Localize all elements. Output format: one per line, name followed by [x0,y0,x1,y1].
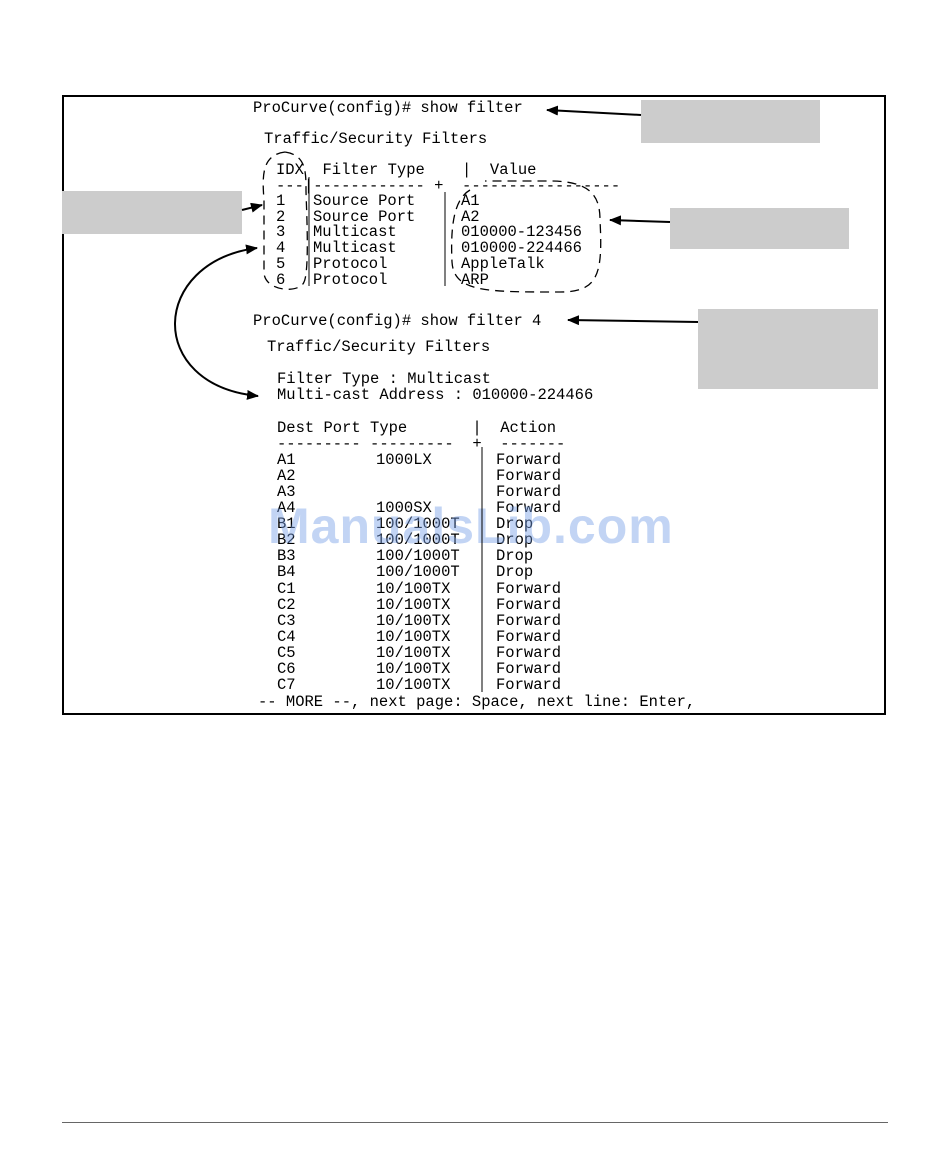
filter-detail-title: Traffic/Security Filters [267,338,491,356]
port-action: Forward [496,612,562,630]
filter-table-separator: ---|------------ + ----------------- [276,177,621,195]
filter-idx: 4 [276,239,286,257]
port-action: Forward [496,676,562,694]
command-prompt-show-filter-4: ProCurve(config)# show filter 4 [253,312,542,330]
filter-type: Source Port [313,192,416,210]
port-id: B4 [277,563,296,581]
filter-idx: 1 [276,192,286,210]
value-column-highlight [450,180,602,293]
filter-value: AppleTalk [461,255,545,273]
callout-box-value [670,208,849,249]
port-id: A3 [277,483,296,501]
port-id: A1 [277,451,296,469]
port-action: Drop [496,531,534,549]
port-table-separator: --------- --------- + ------- [277,435,566,453]
port-action: Forward [496,596,562,614]
port-action: Forward [496,499,562,517]
port-type: 100/1000T [376,515,460,533]
port-type: 100/1000T [376,531,460,549]
more-prompt: -- MORE --, next page: Space, next line:… [258,693,696,711]
callout-box-show-filter [641,100,820,143]
filter-idx: 6 [276,271,286,289]
port-id: C6 [277,660,296,678]
port-type: 10/100TX [376,596,451,614]
port-id: C2 [277,596,296,614]
port-type: 1000SX [376,499,432,517]
filter-type: Protocol [313,255,388,273]
port-type: 10/100TX [376,612,451,630]
footer-rule [62,1122,888,1123]
port-id: C5 [277,644,296,662]
filter-value: 010000-123456 [461,223,582,241]
port-type: 1000LX [376,451,432,469]
port-action: Forward [496,580,562,598]
arrow-value [609,215,671,226]
watermark: ManualsLib.com [268,498,674,554]
arrow-show-filter [546,105,642,116]
filter-value: A1 [461,192,480,210]
filter-value: A2 [461,208,480,226]
port-action: Forward [496,451,562,469]
filter-type: Multicast [313,239,397,257]
filter-type: Multicast [313,223,397,241]
port-type: 10/100TX [376,644,451,662]
filter-value: ARP [461,271,489,289]
filter-idx: 2 [276,208,286,226]
port-action: Forward [496,660,562,678]
arrow-show-filter-4 [567,315,699,326]
port-id: B1 [277,515,296,533]
port-action: Drop [496,563,534,581]
port-action: Forward [496,467,562,485]
port-action: Forward [496,644,562,662]
curved-link-arrow [174,244,259,400]
filters-title: Traffic/Security Filters [264,130,488,148]
port-type: 100/1000T [376,563,460,581]
port-id: B3 [277,547,296,565]
filter-idx: 3 [276,223,286,241]
port-type: 10/100TX [376,660,451,678]
port-action: Forward [496,628,562,646]
multicast-address-line: Multi-cast Address : 010000-224466 [277,386,594,404]
filter-idx: 5 [276,255,286,273]
port-type: 10/100TX [376,628,451,646]
port-id: A4 [277,499,296,517]
filter-value: 010000-224466 [461,239,582,257]
port-id: C7 [277,676,296,694]
arrow-idx [241,202,263,213]
port-id: C1 [277,580,296,598]
filter-type: Protocol [313,271,388,289]
port-type: 10/100TX [376,676,451,694]
figure-frame [62,95,886,715]
port-action: Drop [496,547,534,565]
port-id: C4 [277,628,296,646]
port-type: 10/100TX [376,580,451,598]
port-type: 100/1000T [376,547,460,565]
port-id: C3 [277,612,296,630]
filter-table-header: IDX Filter Type | Value [276,161,537,179]
port-action: Forward [496,483,562,501]
port-id: B2 [277,531,296,549]
filter-type-line: Filter Type : Multicast [277,370,491,388]
port-action: Drop [496,515,534,533]
command-prompt-show-filter: ProCurve(config)# show filter [253,99,523,117]
idx-column-highlight [262,151,308,290]
callout-box-idx [62,191,242,234]
port-id: A2 [277,467,296,485]
filter-type: Source Port [313,208,416,226]
port-table-header: Dest Port Type | Action [277,419,557,437]
callout-box-show-filter-4 [698,309,878,389]
